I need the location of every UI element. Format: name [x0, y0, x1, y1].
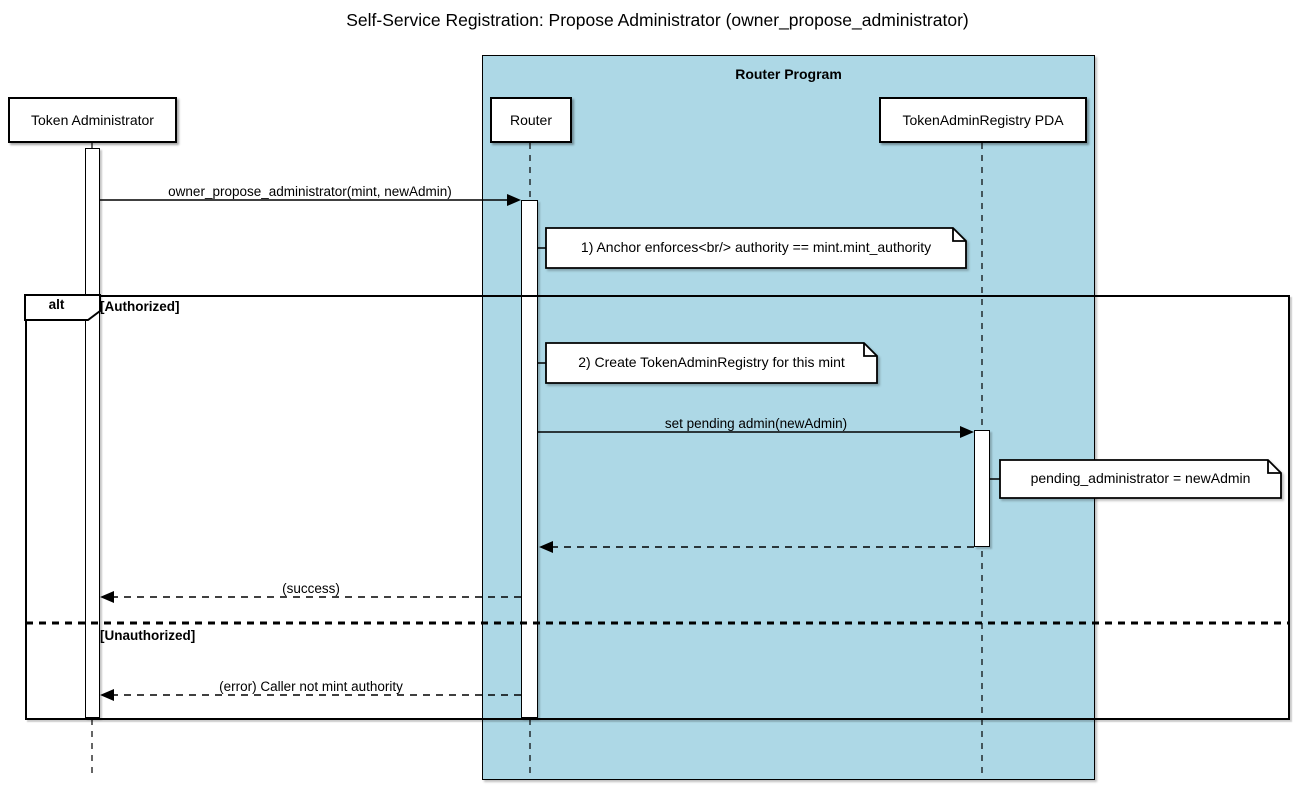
- message-label-error: (error) Caller not mint authority: [219, 679, 403, 694]
- participant-label-token-admin-registry-pda: TokenAdminRegistry PDA: [902, 112, 1064, 128]
- arrowhead-left-icon: [100, 591, 114, 603]
- participant-box-token-admin-registry-pda: TokenAdminRegistry PDA: [879, 97, 1087, 143]
- note-fold-icon: [863, 343, 877, 357]
- note-text-create-registry: 2) Create TokenAdminRegistry for this mi…: [578, 354, 845, 370]
- alt-guard-unauthorized: [Unauthorized]: [100, 628, 196, 643]
- return-arrow-success: [100, 591, 521, 603]
- alt-frame: [25, 295, 1290, 720]
- note-anchor-enforces: [538, 227, 967, 269]
- alt-guard-authorized: [Authorized]: [100, 299, 180, 314]
- activation-bar-token-admin-registry-pda: [974, 430, 990, 547]
- message-label-owner-propose-administrator: owner_propose_administrator(mint, newAdm…: [168, 184, 452, 199]
- return-arrow-error: [100, 689, 521, 701]
- note-create-registry: [538, 342, 878, 384]
- note-text-anchor-enforces: 1) Anchor enforces<br/> authority == min…: [580, 239, 932, 255]
- container-label: Router Program: [735, 66, 842, 82]
- alt-operator-label: alt: [48, 297, 65, 312]
- note-text-pending-administrator: pending_administrator = newAdmin: [1030, 470, 1251, 486]
- message-label-set-pending-admin: set pending admin(newAdmin): [664, 416, 848, 431]
- arrowhead-left-icon: [539, 541, 553, 553]
- note-fold-icon: [952, 228, 966, 242]
- arrowhead-right-icon: [507, 194, 521, 206]
- note-pending-administrator: [990, 459, 1282, 499]
- diagram-title: Self-Service Registration: Propose Admin…: [346, 10, 969, 30]
- message-arrow-owner-propose-administrator: [100, 194, 521, 206]
- activation-bar-router: [521, 200, 538, 718]
- note-body: [545, 227, 967, 269]
- router-program-container: Router Program: [482, 55, 1095, 780]
- message-label-success: (success): [282, 581, 340, 596]
- participant-label-token-administrator: Token Administrator: [31, 112, 154, 128]
- participant-label-router: Router: [509, 112, 553, 128]
- participant-box-token-administrator: Token Administrator: [8, 97, 177, 143]
- participant-box-router: Router: [490, 97, 572, 143]
- return-arrow-pda-to-router: [539, 541, 974, 553]
- message-arrow-set-pending-admin: [538, 426, 974, 438]
- alt-operator-pentagon: [24, 294, 101, 321]
- note-body: [999, 459, 1282, 499]
- note-body: [545, 342, 878, 384]
- activation-bar-token-administrator: [85, 148, 100, 718]
- arrowhead-right-icon: [960, 426, 974, 438]
- note-fold-icon: [1267, 460, 1281, 474]
- arrowhead-left-icon: [100, 689, 114, 701]
